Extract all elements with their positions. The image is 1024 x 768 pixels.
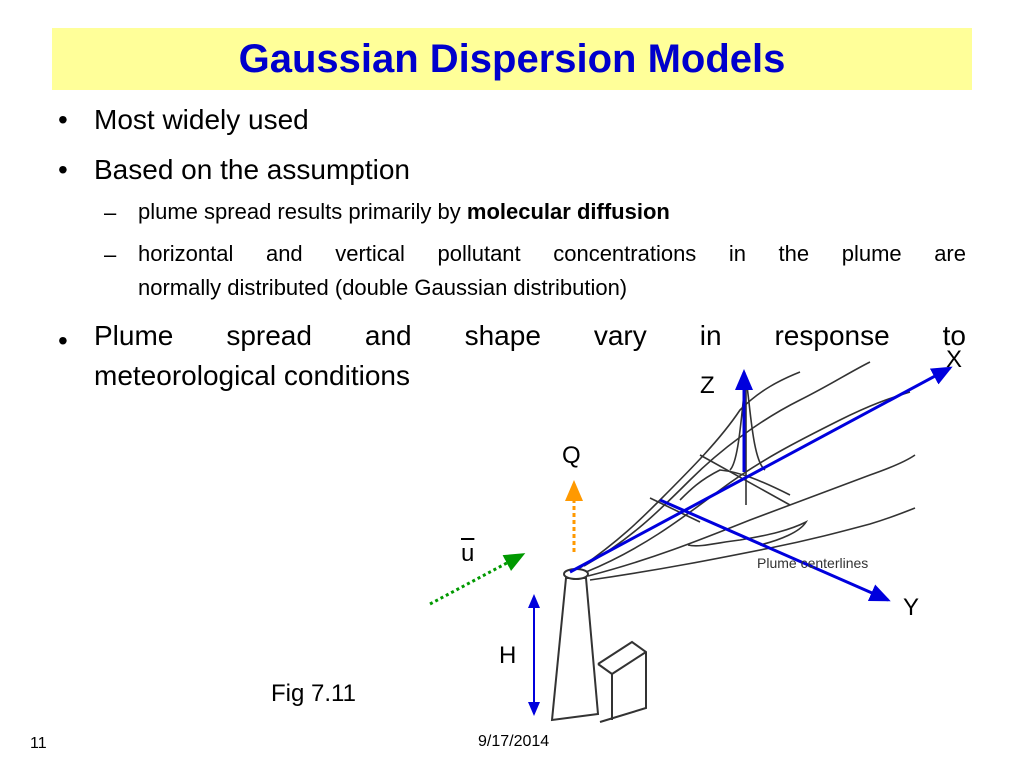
wind-arrow	[429, 553, 526, 606]
plume-line	[587, 454, 916, 577]
slide-date: 9/17/2014	[478, 733, 550, 750]
sub-bullet-marker: –	[104, 242, 117, 267]
bullet-marker: •	[58, 325, 68, 356]
bullet-text-3-line2: meteorological conditions	[94, 360, 410, 391]
stack-opening	[563, 568, 589, 580]
sub-bullet-marker: –	[104, 200, 117, 225]
stack-height-label: H	[499, 642, 517, 669]
bullet-marker: •	[58, 104, 68, 135]
plume-line	[583, 361, 871, 567]
y-axis-label: Y	[903, 594, 920, 621]
bullet-text-1: Most widely used	[94, 104, 309, 135]
stack-body	[550, 577, 600, 722]
slide-title: Gaussian Dispersion Models	[238, 36, 786, 81]
x-axis-label: X	[946, 346, 963, 373]
crosshair-line	[649, 497, 701, 523]
gaussian-curve-horizontal	[679, 469, 791, 501]
plume-line	[589, 507, 916, 581]
plume-diagram	[429, 361, 953, 730]
wind-speed-label: u	[461, 540, 475, 567]
x-axis	[569, 366, 953, 574]
figure-caption: Fig 7.11	[271, 680, 356, 707]
sub-bullet-text-1-plain: plume spread results primarily by	[138, 199, 467, 224]
sub-bullet-text-1-bold: molecular diffusion	[466, 199, 670, 224]
z-axis-label: Z	[700, 372, 715, 399]
emission-rate-label: Q	[562, 442, 581, 469]
bullet-marker: •	[58, 154, 68, 185]
plume-sketch	[579, 361, 916, 581]
bullet-text-2: Based on the assumption	[94, 154, 410, 185]
sub-bullet-text-2-line2: normally distributed (double Gaussian di…	[138, 275, 628, 300]
plume-line	[579, 371, 801, 569]
smokestack	[550, 568, 647, 723]
centerline-brace	[687, 520, 809, 547]
plume-centerlines-label: Plume centerlines	[757, 555, 869, 571]
y-axis	[659, 498, 891, 602]
crosshair-line	[699, 454, 791, 506]
sub-bullet-text-1: plume spread results primarily by molecu…	[138, 196, 670, 228]
bullet-text-3-line1: Plume spread and shape vary in response …	[94, 320, 966, 351]
title-bar: Gaussian Dispersion Models	[52, 28, 972, 90]
slide-number: 11	[30, 735, 47, 752]
sub-bullet-text-2-line1: horizontal and vertical pollutant concen…	[138, 241, 966, 266]
